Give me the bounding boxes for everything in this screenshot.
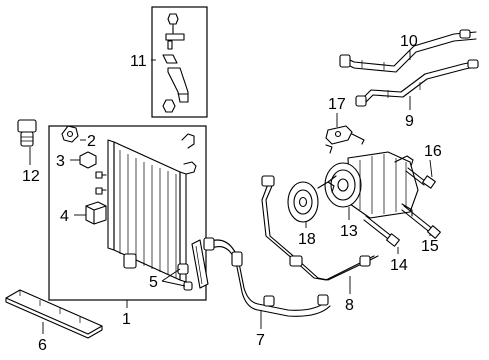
callout-2: 2 [87, 133, 96, 150]
part-3-cushion [79, 151, 97, 169]
part-4-bracket [85, 201, 107, 225]
callout-8: 8 [345, 297, 354, 314]
callout-3: 3 [56, 153, 65, 170]
callout-10: 10 [400, 33, 418, 50]
bracket-kit-box [151, 6, 208, 118]
callout-16-leader [429, 159, 433, 178]
discharge-tube-part [261, 175, 379, 281]
bolt-15-part [401, 205, 441, 239]
callout-12: 12 [22, 168, 40, 185]
callout-13: 13 [340, 223, 358, 240]
condenser-part [95, 133, 197, 283]
clutch-part [287, 175, 337, 223]
callout-6: 6 [38, 337, 47, 354]
deflector-part [5, 289, 103, 339]
bolt-14-part [363, 215, 400, 247]
compressor-part [324, 151, 419, 219]
part-2-clip [61, 125, 79, 143]
suction-hose-part [203, 237, 331, 317]
callout-4: 4 [60, 208, 69, 225]
callout-15: 15 [421, 238, 439, 255]
condenser-assembly-box [48, 125, 207, 301]
callout-7: 7 [256, 332, 265, 349]
liquid-line-part [355, 59, 479, 107]
bolt-16-part [405, 167, 436, 189]
callout-11: 11 [130, 53, 147, 70]
callout-14: 14 [390, 257, 408, 274]
callout-17: 17 [328, 96, 346, 113]
receiver-dryer-part [177, 239, 209, 291]
callout-5-leader-2 [161, 280, 186, 287]
bracket-kit-part [162, 13, 189, 113]
callout-18: 18 [298, 231, 316, 248]
callout-16: 16 [424, 143, 442, 160]
discharge-hose-part [339, 29, 477, 73]
callout-1: 1 [122, 311, 131, 328]
callout-9: 9 [405, 113, 414, 130]
compressor-bracket-part [325, 125, 365, 154]
pressure-switch-part [17, 119, 37, 147]
callout-5-leader [161, 268, 181, 282]
callout-5: 5 [149, 274, 158, 291]
